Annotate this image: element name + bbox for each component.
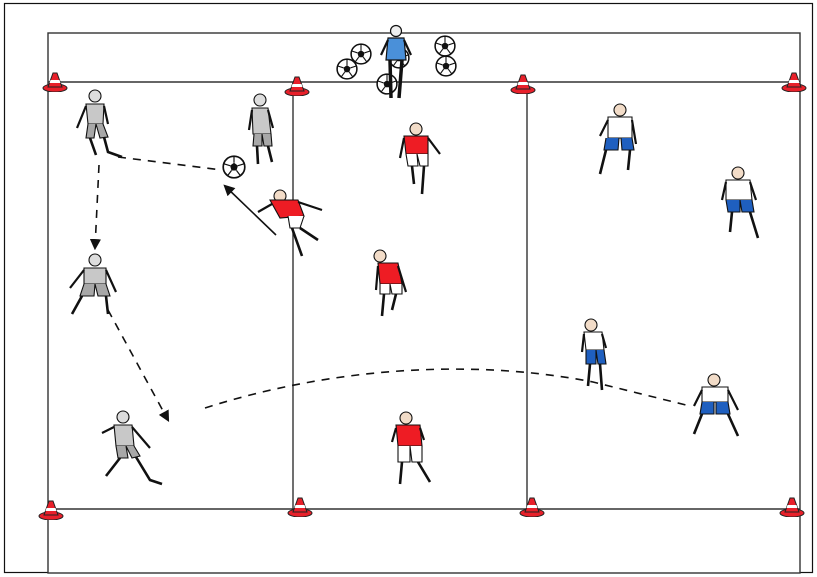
ball-icon [351,44,371,64]
ball-icon [435,36,455,56]
ball-icon [223,156,245,178]
ball-icon [377,74,397,94]
field-outline [48,33,800,573]
ball-icon [436,56,456,76]
ball-icon [337,59,357,79]
